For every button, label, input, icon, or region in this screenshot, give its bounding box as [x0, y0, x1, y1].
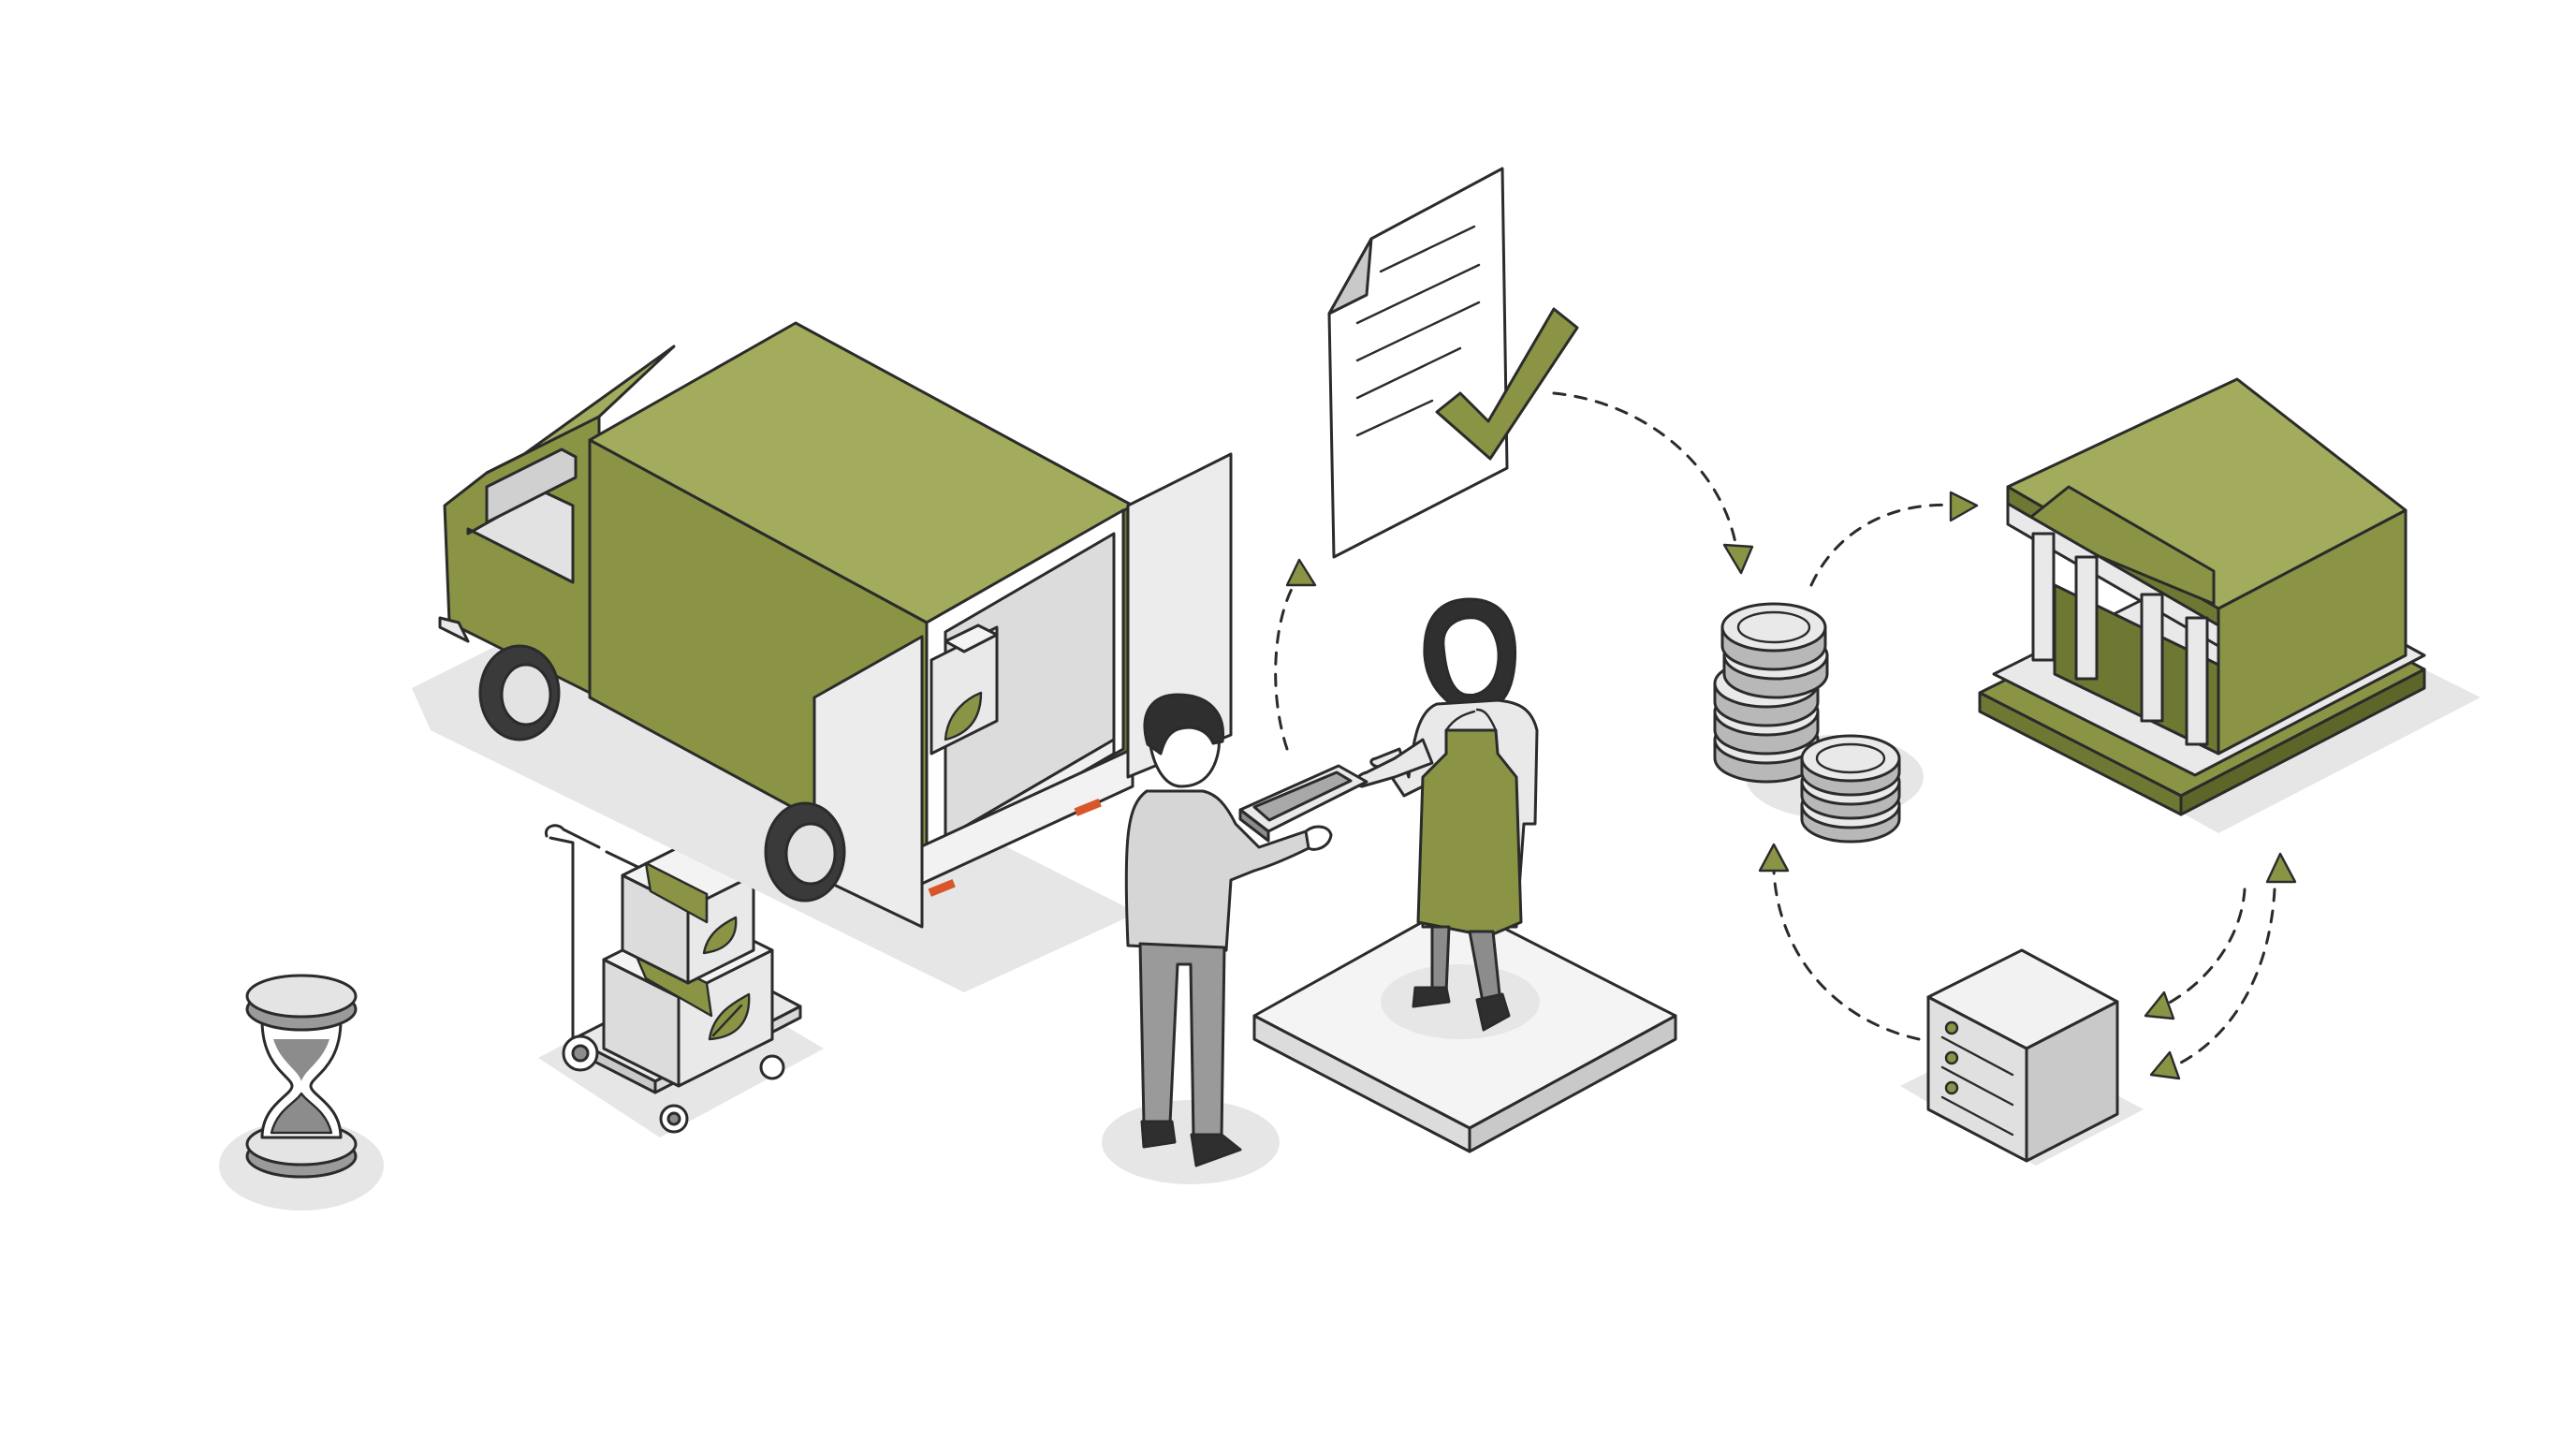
tail-light — [1074, 799, 1102, 816]
coin-stack-icon — [1713, 602, 1924, 844]
arrow-server-to-coins — [1758, 843, 1921, 1041]
vendor-person-icon — [1354, 597, 1539, 1032]
server-icon — [1900, 948, 2144, 1166]
arrow-icon — [2265, 852, 2297, 884]
arrow-document-to-coins — [1552, 391, 1754, 575]
hourglass-icon — [219, 974, 384, 1211]
arrow-icon — [2149, 1050, 2181, 1080]
arrow-coins-to-bank — [1809, 491, 1979, 587]
truck-wheel — [764, 801, 846, 902]
box-leaf-icon — [929, 624, 999, 756]
truck-wheel — [478, 644, 561, 741]
server-slots — [1940, 1020, 2014, 1137]
customer-person-icon — [1102, 693, 1333, 1184]
tablet-icon — [1238, 764, 1368, 843]
arrow-icon — [1722, 543, 1754, 575]
arrow-icon — [1758, 843, 1790, 873]
tail-light — [928, 879, 956, 897]
arrow-icon — [1949, 491, 1979, 522]
delivery-truck-icon — [412, 321, 1233, 992]
bank-building-icon — [1978, 377, 2481, 833]
document-check-icon — [1327, 167, 1579, 559]
arrow-bank-to-server — [2144, 852, 2297, 1080]
hand-truck-icon — [538, 788, 824, 1137]
arrow-icon — [1285, 558, 1317, 587]
bank-columns — [2031, 532, 2209, 746]
flow-arrows — [1274, 391, 2297, 1080]
arrow-customer-to-document — [1274, 558, 1317, 751]
box-leaf-icon — [621, 841, 755, 985]
vendor-platform — [1252, 902, 1677, 1153]
arrow-icon — [2144, 990, 2175, 1020]
